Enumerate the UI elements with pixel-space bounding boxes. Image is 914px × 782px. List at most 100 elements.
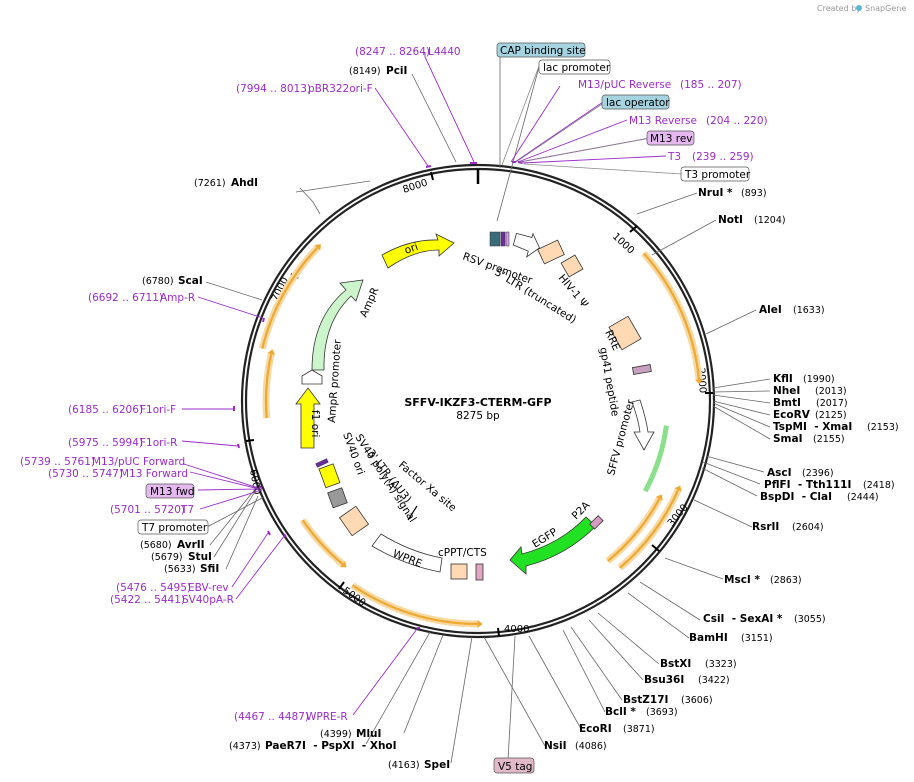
primer-f1ori-r[interactable]: F1ori-R: [140, 437, 177, 449]
primer-pos-pbr322ori-f: (7994 .. 8013): [236, 83, 311, 95]
site-pos-msci: (2863): [770, 575, 802, 586]
primer-pos-l4440: (8247 .. 8264): [355, 46, 430, 58]
site-ecori[interactable]: EcoRI: [579, 723, 612, 735]
orf-arc: [642, 252, 701, 380]
site-pos-ahdi: (7261): [194, 178, 226, 189]
site-rsrii[interactable]: RsrII: [752, 521, 779, 533]
site-pos-paer7i: (4373): [229, 741, 261, 752]
primer-pos-f1ori-f: (6185 .. 6206): [68, 404, 143, 416]
box-lac-operator[interactable]: lac operator: [606, 97, 670, 109]
site-ahdi[interactable]: AhdI: [231, 177, 258, 189]
box-m13-rev[interactable]: M13 rev: [650, 133, 693, 145]
site-bcli[interactable]: BclI *: [605, 706, 636, 718]
feature-f1-ori: f1 ori: [295, 387, 321, 449]
feature-egfp: EGFP: [509, 516, 597, 575]
site-nrui[interactable]: NruI *: [698, 187, 733, 199]
site-noti[interactable]: NotI: [718, 214, 743, 226]
ampr-label: AmpR: [358, 286, 382, 320]
ori-label: ori: [403, 241, 420, 257]
site-spei[interactable]: SpeI: [424, 759, 450, 771]
site-asci[interactable]: AscI: [767, 467, 792, 479]
f1-ori-label: f1 ori: [309, 410, 321, 437]
feature-ori: ori: [381, 233, 455, 269]
plasmid-size: 8275 bp: [456, 410, 500, 422]
site-nsii[interactable]: NsiI: [544, 740, 567, 752]
primer-pos-m13-forward: (5730 .. 5747): [48, 468, 123, 480]
site-pos-bmti: (2017): [816, 398, 848, 409]
site-bstz17i[interactable]: BstZ17I: [623, 694, 668, 706]
orf-arrowhead: [674, 485, 682, 492]
site-pos-bsu36i: (3422): [698, 675, 730, 686]
cppt-label: cPPT/CTS: [438, 547, 487, 559]
site-kfli[interactable]: KflI: [773, 373, 793, 385]
ring-tick-4000: 4000: [504, 624, 529, 635]
site-bamhi[interactable]: BamHI: [689, 632, 728, 644]
site-pcii[interactable]: PciI: [386, 65, 407, 77]
box-cap-binding-site[interactable]: CAP binding site: [500, 45, 586, 57]
orf-arc: [351, 584, 478, 626]
site-pflfi-tth111i[interactable]: PflFI - Tth111I: [764, 479, 851, 491]
rsv-label: RSV promoter: [461, 251, 535, 288]
site-pos-ecorv: (2125): [815, 410, 847, 421]
primer-wpre-r[interactable]: WPRE-R: [306, 711, 348, 723]
enzyme-labels: (8149) PciI NruI * (893) NotI (1204) Ale…: [140, 65, 899, 771]
primer-m13-puc-reverse[interactable]: M13/pUC Reverse: [578, 79, 671, 91]
primer-pos-m13-puc-forward: (5739 .. 5761): [20, 456, 95, 468]
orf-arrowhead: [694, 378, 703, 385]
orf-arrowhead: [655, 494, 663, 501]
leader-lines: [205, 57, 771, 764]
site-tspmi-xmai[interactable]: TspMI - XmaI: [773, 421, 852, 433]
primer-pos-ebv-rev: (5476 .. 5495): [116, 582, 191, 594]
site-sfii[interactable]: SfiI: [200, 563, 219, 575]
site-paer7i-pspxi-xhoi[interactable]: PaeR7I - PspXI - XhoI: [265, 740, 397, 752]
orf-arc: [261, 246, 319, 349]
primer-pbr322ori-f[interactable]: pBR322ori-F: [308, 83, 373, 95]
box-m13-fwd[interactable]: M13 fwd: [150, 486, 195, 498]
orf-arrowhead: [267, 349, 276, 355]
site-avrii[interactable]: AvrII: [177, 539, 205, 551]
primer-pos-t3: (239 .. 259): [692, 151, 754, 163]
site-msci[interactable]: MscI *: [724, 574, 760, 586]
site-alei[interactable]: AleI: [759, 304, 782, 316]
primer-sv40pa-r[interactable]: SV40pA-R: [182, 594, 234, 606]
orf-arcs: [258, 244, 703, 628]
site-scai[interactable]: ScaI: [178, 275, 203, 287]
site-pos-pflfi-tth111i: (2418): [863, 480, 895, 491]
site-ecorv[interactable]: EcoRV: [773, 409, 811, 421]
site-pos-csii-sexai: (3055): [794, 614, 826, 625]
primer-f1ori-f[interactable]: F1ori-F: [140, 404, 176, 416]
orf-arrowhead: [340, 561, 347, 568]
primer-t7[interactable]: T7: [180, 504, 194, 516]
site-bmti[interactable]: BmtI: [773, 397, 801, 409]
site-pos-smai: (2155): [813, 434, 845, 445]
orf-arc: [264, 353, 273, 419]
orf-arc-glow: [617, 488, 682, 571]
box-t3-promoter[interactable]: T3 promoter: [684, 169, 751, 181]
box-lac-promoter[interactable]: lac promoter: [543, 62, 611, 74]
site-smai[interactable]: SmaI: [773, 433, 803, 445]
snapgene-logo-icon: [856, 5, 862, 11]
site-stui[interactable]: StuI: [188, 551, 212, 563]
site-nhei[interactable]: NheI: [773, 385, 800, 397]
primer-leader-lines: [181, 52, 667, 716]
primer-t3[interactable]: T3: [667, 151, 681, 163]
site-bsu36i[interactable]: Bsu36I: [644, 674, 684, 686]
box-t7-promoter[interactable]: T7 promoter: [141, 522, 208, 534]
feature-hiv-psi: HIV-1 Ψ: [556, 254, 590, 310]
site-mlui[interactable]: MluI: [356, 728, 381, 740]
primer-amp-r[interactable]: Amp-R: [160, 292, 195, 304]
primer-m13-puc-forward[interactable]: M13/pUC Forward: [92, 456, 185, 468]
ampr-promoter-label: AmpR promoter: [326, 338, 344, 423]
site-bspdi-clai[interactable]: BspDI - ClaI: [760, 491, 832, 503]
primer-l4440[interactable]: L4440: [428, 46, 461, 58]
site-bstxi[interactable]: BstXI: [660, 658, 691, 670]
site-csii-sexai[interactable]: CsiI - SexAI *: [703, 613, 783, 625]
primer-m13-forward[interactable]: M13 Forward: [120, 468, 188, 480]
primer-ebv-rev[interactable]: EBV-rev: [188, 582, 229, 594]
box-v5-tag[interactable]: V5 tag: [498, 761, 532, 773]
site-pos-kfli: (1990): [803, 374, 835, 385]
site-pos-bstz17i: (3606): [681, 695, 713, 706]
primer-m13-reverse[interactable]: M13 Reverse: [629, 115, 697, 127]
